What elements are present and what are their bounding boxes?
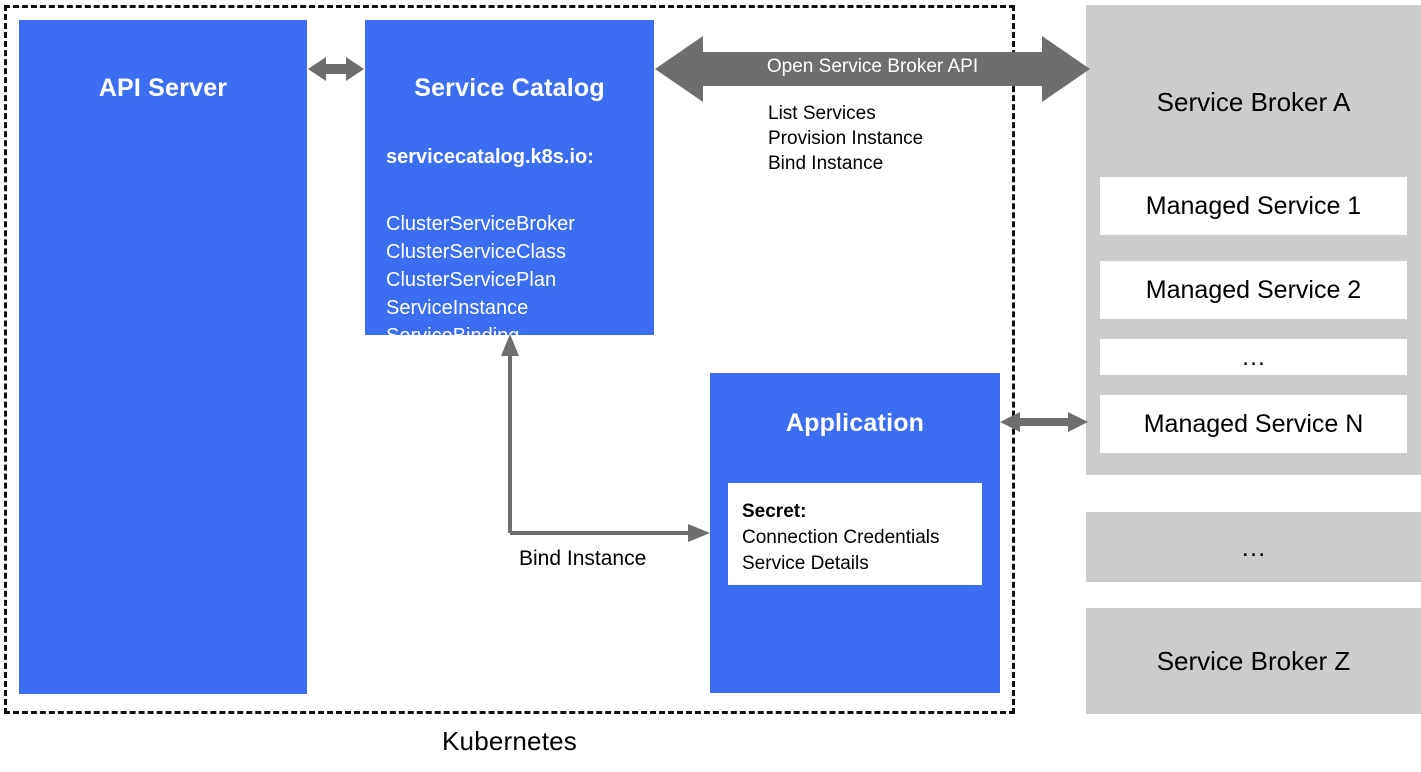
managed-service-row[interactable]: Managed Service 1 (1100, 177, 1407, 235)
managed-service-row[interactable]: Managed Service 2 (1100, 261, 1407, 319)
resource-item: ServiceInstance (386, 297, 529, 319)
managed-service-label: Managed Service 1 (1145, 191, 1362, 220)
resource-item: ClusterServiceClass (386, 241, 567, 263)
secret-box: Secret: Connection Credentials Service D… (728, 483, 982, 585)
osb-operation: List Services (768, 103, 876, 124)
resource-item: ClusterServicePlan (386, 269, 557, 291)
service-broker-a-box[interactable]: Service Broker A Managed Service 1 Manag… (1086, 5, 1421, 475)
osb-api-arrow-label: Open Service Broker API (766, 56, 979, 77)
bind-instance-connector (501, 334, 710, 542)
resource-item: ServiceBinding (386, 325, 520, 347)
managed-service-ellipsis-row: … (1100, 339, 1407, 375)
api-server-box[interactable]: API Server (19, 20, 307, 694)
application-managed-service-arrow (1000, 412, 1088, 432)
bind-instance-label: Bind Instance (519, 547, 647, 570)
service-catalog-box[interactable]: Service Catalog servicecatalog.k8s.io: C… (365, 20, 654, 347)
service-broker-z-title: Service Broker Z (1156, 646, 1351, 676)
service-broker-ellipsis-box: … (1086, 512, 1421, 582)
service-catalog-api-group: servicecatalog.k8s.io: (386, 146, 594, 168)
secret-content: Secret: Connection Credentials Service D… (742, 499, 940, 577)
managed-service-label: Managed Service 2 (1145, 275, 1362, 304)
kubernetes-label: Kubernetes (442, 726, 577, 756)
osb-operation: Bind Instance (768, 153, 884, 174)
open-service-broker-api-arrow (655, 36, 1090, 102)
api-server-title: API Server (98, 74, 228, 102)
managed-service-label: Managed Service N (1143, 409, 1364, 438)
application-box[interactable]: Application Secret: Connection Credentia… (710, 373, 1000, 693)
service-broker-z-box[interactable]: Service Broker Z (1086, 608, 1421, 714)
service-broker-a-title: Service Broker A (1156, 87, 1351, 117)
managed-service-row[interactable]: Managed Service N (1100, 395, 1407, 453)
resource-item: ClusterServiceBroker (386, 213, 575, 235)
osb-operation: Provision Instance (768, 128, 924, 149)
secret-header: Secret: (742, 501, 807, 522)
secret-line: Service Details (742, 553, 869, 574)
application-title: Application (785, 409, 925, 437)
api-server-catalog-arrow (308, 57, 364, 81)
service-broker-ellipsis-label: … (1240, 532, 1267, 562)
service-catalog-resource-list: ClusterServiceBroker ClusterServiceClass… (386, 210, 575, 350)
service-catalog-title: Service Catalog (414, 74, 605, 102)
osb-operations-list: List Services Provision Instance Bind In… (768, 101, 923, 176)
secret-line: Connection Credentials (742, 527, 940, 548)
managed-service-label: … (1241, 342, 1266, 371)
kubernetes-boundary (4, 5, 1015, 714)
